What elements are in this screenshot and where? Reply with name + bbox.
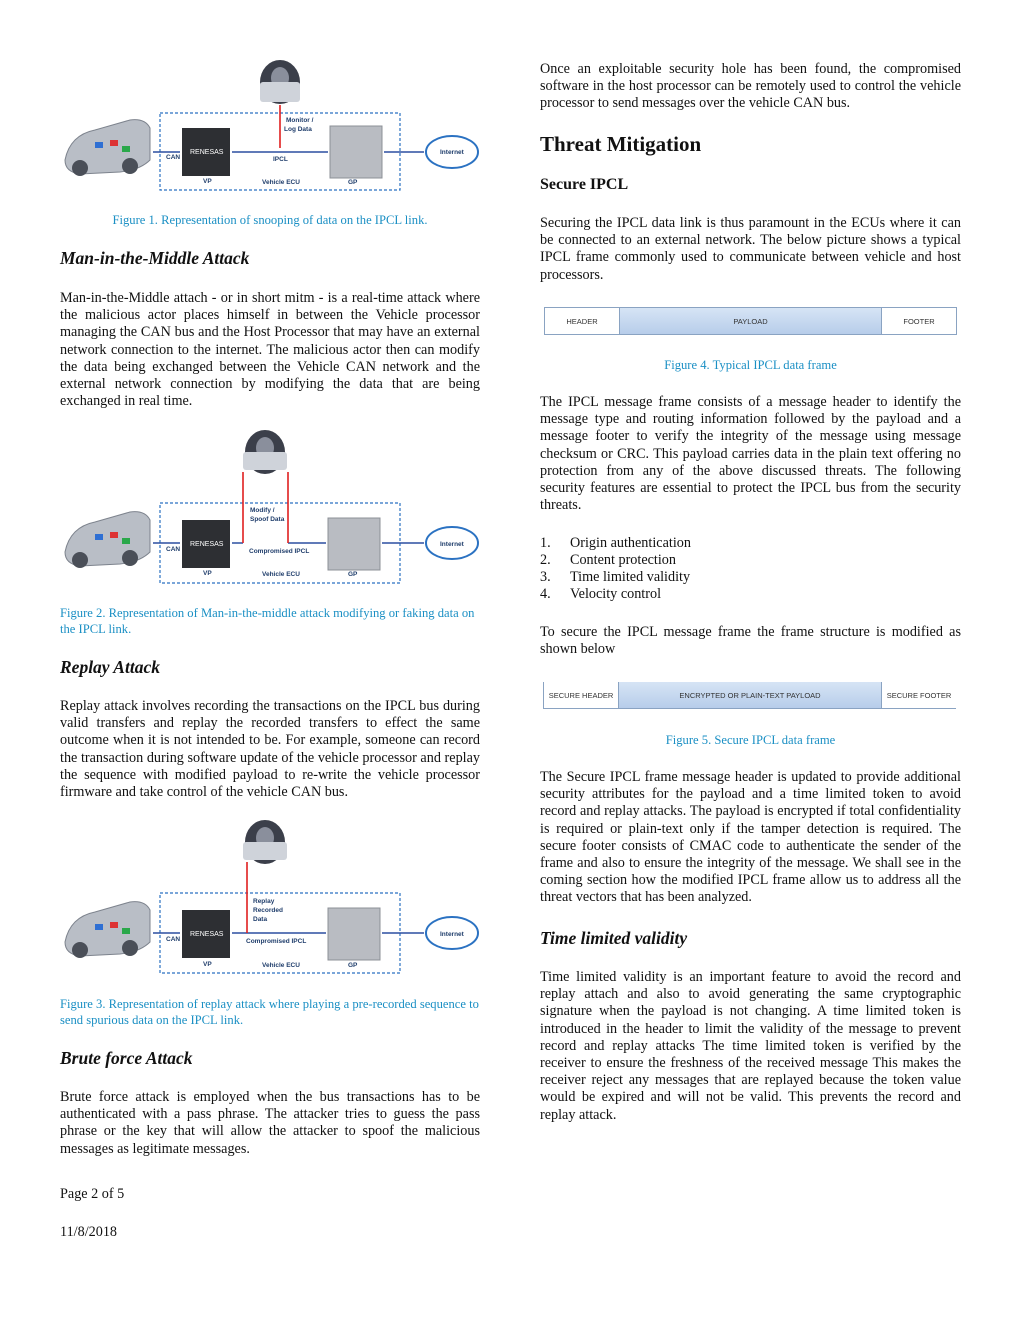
secure-frame-header-cell: SECURE HEADER <box>548 690 614 700</box>
secure-frame-payload-cell: ENCRYPTED OR PLAIN-TEXT PAYLOAD <box>618 682 882 708</box>
fig1-vp-label: VP <box>203 178 212 185</box>
fig1-ecu-label: Vehicle ECU <box>262 179 300 186</box>
fig2-can-label: CAN <box>166 546 180 553</box>
figure-3-diagram: Replay Recorded Data CAN Compromised IPC… <box>60 820 480 978</box>
renesas-chip <box>182 128 230 176</box>
brute-paragraph: Brute force attack is employed when the … <box>60 1089 480 1157</box>
gp-chip <box>327 517 381 571</box>
page-number: Page 2 of 5 <box>60 1186 125 1202</box>
fig3-internet-label: Internet <box>440 931 465 938</box>
fig2-internet-label: Internet <box>440 541 465 548</box>
fig2-link-label: Compromised IPCL <box>249 548 309 555</box>
fig3-can-label: CAN <box>166 936 180 943</box>
secure-ipcl-frame-figure: SECURE HEADER ENCRYPTED OR PLAIN-TEXT PA… <box>543 682 956 709</box>
figure-2-diagram: Modify / Spoof Data CAN Compromised IPCL… <box>60 430 480 588</box>
fig3-gp-label: GP <box>348 962 358 969</box>
frame-payload-cell: PAYLOAD <box>619 308 882 334</box>
frame-header-cell: HEADER <box>566 316 598 326</box>
fig1-gp-label: GP <box>348 179 358 186</box>
fig1-attack-label-2: Log Data <box>284 126 312 133</box>
intro-paragraph: Once an exploitable security hole has be… <box>540 61 961 112</box>
fig1-renesas-label: RENESAS <box>190 149 224 156</box>
replay-heading: Replay Attack <box>60 657 160 677</box>
fig3-ecu-label: Vehicle ECU <box>262 962 300 969</box>
list-item: 1.Origin authentication <box>540 535 691 551</box>
mitm-paragraph: Man-in-the-Middle attach - or in short m… <box>60 290 480 410</box>
fig3-attack-label-3: Data <box>253 916 267 923</box>
car-icon <box>64 119 151 176</box>
fig1-can-label: CAN <box>166 154 180 161</box>
fig2-gp-label: GP <box>348 571 358 578</box>
renesas-chip <box>182 910 230 958</box>
car-icon <box>64 901 151 958</box>
frame-description-paragraph: The IPCL message frame consists of a mes… <box>540 394 961 514</box>
figure-4-caption: Figure 4. Typical IPCL data frame <box>664 358 837 372</box>
fig2-attack-label-1: Modify / <box>250 507 275 514</box>
brute-heading: Brute force Attack <box>60 1048 193 1068</box>
fig1-internet-label: Internet <box>440 149 465 156</box>
secure-ipcl-paragraph: Securing the IPCL data link is thus para… <box>540 215 961 283</box>
threat-mitigation-heading: Threat Mitigation <box>540 132 702 156</box>
secure-ipcl-heading: Secure IPCL <box>540 176 629 193</box>
internet-cloud-icon <box>425 526 479 560</box>
figure-2-svg: Modify / Spoof Data CAN Compromised IPCL… <box>64 430 479 584</box>
figure-1-caption: Figure 1. Representation of snooping of … <box>112 213 428 227</box>
fig3-attack-label-2: Recorded <box>253 907 283 914</box>
renesas-chip <box>182 520 230 568</box>
figure-1-svg: Monitor / Log Data CAN IPCL VP Vehicle E… <box>64 60 479 191</box>
figure-3-svg: Replay Recorded Data CAN Compromised IPC… <box>64 820 479 974</box>
list-item: 4.Velocity control <box>540 586 662 602</box>
internet-cloud-icon <box>425 916 479 950</box>
fig2-ecu-label: Vehicle ECU <box>262 571 300 578</box>
page-date: 11/8/2018 <box>60 1224 118 1240</box>
gp-chip <box>329 125 383 179</box>
fig3-renesas-label: RENESAS <box>190 931 224 938</box>
replay-paragraph: Replay attack involves recording the tra… <box>60 698 480 801</box>
ipcl-frame-figure: HEADER PAYLOAD FOOTER <box>544 307 957 335</box>
hacker-icon <box>243 820 287 864</box>
fig2-attack-label-2: Spoof Data <box>250 516 285 523</box>
security-features-list: 1.Origin authentication 2.Content protec… <box>540 535 961 603</box>
fig3-vp-label: VP <box>203 961 212 968</box>
car-icon <box>64 511 151 568</box>
fig1-link-label: IPCL <box>273 156 288 163</box>
figure-1-diagram: Monitor / Log Data CAN IPCL VP Vehicle E… <box>60 60 480 195</box>
figure-5-caption: Figure 5. Secure IPCL data frame <box>665 733 836 747</box>
secure-frame-intro-paragraph: To secure the IPCL message frame the fra… <box>540 624 961 658</box>
fig1-attack-label-1: Monitor / <box>286 117 314 124</box>
fig3-attack-label-1: Replay <box>253 898 275 905</box>
internet-cloud-icon <box>425 135 479 169</box>
time-limited-paragraph: Time limited validity is an important fe… <box>540 969 961 1123</box>
fig2-renesas-label: RENESAS <box>190 541 224 548</box>
gp-chip <box>327 907 381 961</box>
secure-frame-footer-cell: SECURE FOOTER <box>886 690 952 700</box>
list-item: 2.Content protection <box>540 552 676 568</box>
fig2-vp-label: VP <box>203 570 212 577</box>
list-item: 3.Time limited validity <box>540 569 691 585</box>
secure-header-paragraph: The Secure IPCL frame message header is … <box>540 769 961 906</box>
figure-3-caption: Figure 3. Representation of replay attac… <box>60 997 479 1027</box>
fig3-link-label: Compromised IPCL <box>246 938 306 945</box>
frame-footer-cell: FOOTER <box>903 316 935 326</box>
hacker-icon <box>243 430 287 474</box>
hacker-icon <box>260 60 300 104</box>
mitm-heading: Man-in-the-Middle Attack <box>60 248 250 268</box>
time-limited-heading: Time limited validity <box>540 928 688 948</box>
figure-2-caption: Figure 2. Representation of Man-in-the-m… <box>60 606 475 636</box>
